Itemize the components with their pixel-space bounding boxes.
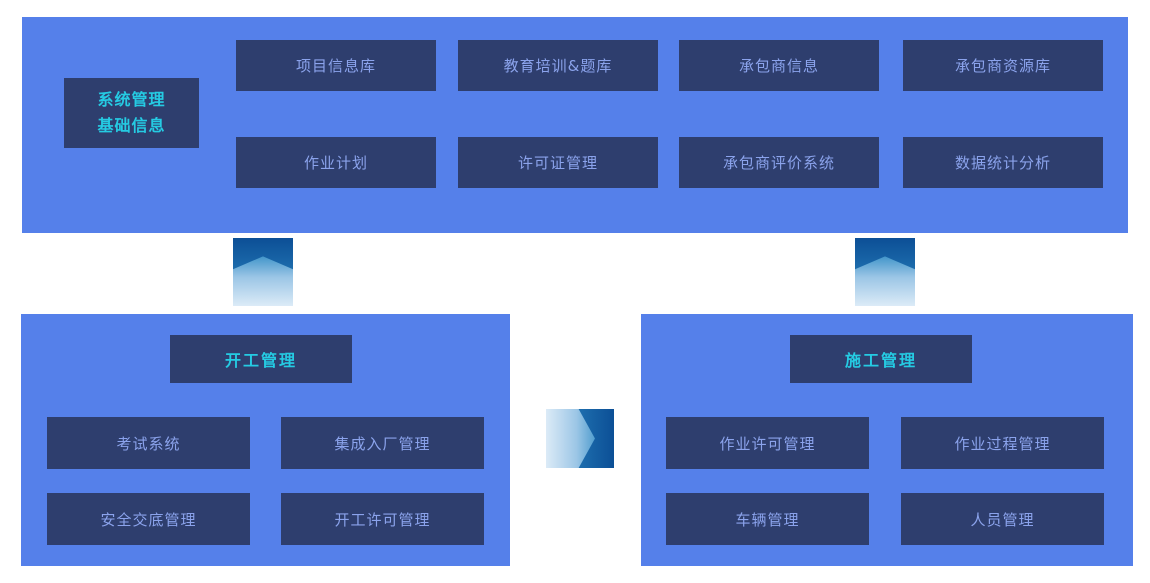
module-training-question-bank: 教育培训&题库	[458, 40, 658, 91]
module-safety-briefing-management: 安全交底管理	[47, 493, 250, 545]
module-label: 人员管理	[970, 510, 1035, 529]
panel-title: 开工管理	[224, 351, 297, 370]
module-label: 承包商信息	[738, 57, 819, 75]
module-vehicle-management: 车辆管理	[666, 493, 869, 545]
module-work-permit-management: 作业许可管理	[666, 417, 869, 469]
module-work-process-management: 作业过程管理	[901, 417, 1104, 469]
module-project-info-db: 项目信息库	[236, 40, 436, 91]
module-integrated-entry-management: 集成入厂管理	[281, 417, 484, 469]
module-label: 许可证管理	[517, 154, 598, 172]
module-label: 教育培训&题库	[503, 57, 613, 75]
module-label: 作业许可管理	[719, 434, 816, 453]
module-label: 集成入厂管理	[334, 434, 431, 453]
module-contractor-info: 承包商信息	[679, 40, 879, 91]
module-exam-system: 考试系统	[47, 417, 250, 469]
module-contractor-resource-db: 承包商资源库	[903, 40, 1103, 91]
module-label: 安全交底管理	[100, 510, 197, 529]
module-data-statistics: 数据统计分析	[903, 137, 1103, 188]
module-label: 数据统计分析	[954, 154, 1051, 172]
module-contractor-evaluation: 承包商评价系统	[679, 137, 879, 188]
module-label: 作业计划	[303, 154, 368, 172]
start-work-management-panel: 开工管理 考试系统 集成入厂管理 安全交底管理 开工许可管理	[21, 314, 510, 566]
start-work-management-header: 开工管理	[170, 335, 352, 383]
system-management-title-box: 系统管理 基础信息	[64, 78, 199, 148]
module-label: 作业过程管理	[954, 434, 1051, 453]
module-label: 开工许可管理	[334, 510, 431, 529]
arrow-right-icon	[546, 409, 614, 468]
module-label: 承包商资源库	[954, 57, 1051, 75]
system-management-panel: 系统管理 基础信息 项目信息库 教育培训&题库 承包商信息 承包商资源库 作业计…	[22, 17, 1128, 233]
title-line-2: 基础信息	[97, 116, 166, 135]
module-label: 考试系统	[116, 434, 181, 453]
module-label: 车辆管理	[735, 510, 800, 529]
construction-management-header: 施工管理	[790, 335, 972, 383]
module-label: 承包商评价系统	[722, 154, 835, 172]
construction-management-panel: 施工管理 作业许可管理 作业过程管理 车辆管理 人员管理	[641, 314, 1133, 566]
module-personnel-management: 人员管理	[901, 493, 1104, 545]
module-start-work-permit-management: 开工许可管理	[281, 493, 484, 545]
module-license-management: 许可证管理	[458, 137, 658, 188]
panel-title: 施工管理	[844, 351, 917, 370]
module-work-plan: 作业计划	[236, 137, 436, 188]
arrow-up-icon	[233, 238, 293, 306]
title-line-1: 系统管理	[97, 90, 166, 109]
module-label: 项目信息库	[295, 57, 376, 75]
arrow-up-icon	[855, 238, 915, 306]
